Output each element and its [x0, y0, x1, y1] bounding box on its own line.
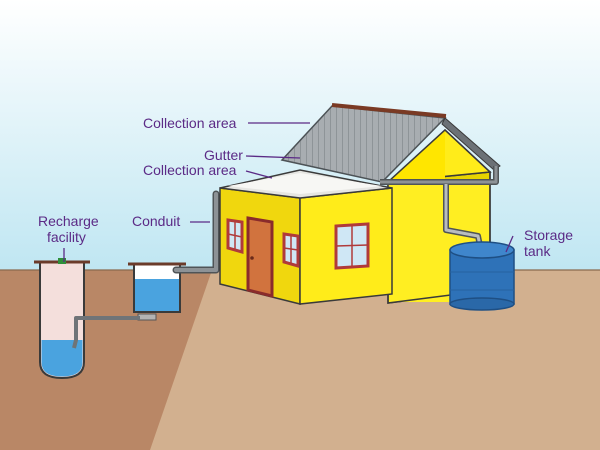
conduit-pipe — [172, 190, 220, 274]
label-collection-area-roof: Collection area — [143, 115, 237, 131]
leader-lines — [63, 122, 514, 262]
recharge-facility — [34, 258, 90, 380]
house — [219, 103, 501, 305]
storage-tank — [449, 241, 515, 311]
label-recharge-facility-line2: facility — [47, 229, 86, 245]
connecting-pipe — [72, 316, 140, 349]
label-storage-tank-line1: Storage — [524, 227, 573, 243]
label-recharge-facility-line1: Recharge — [38, 213, 99, 229]
label-gutter: Gutter — [204, 147, 243, 163]
label-collection-area-flat: Collection area — [143, 162, 237, 178]
door — [246, 216, 274, 298]
settling-basin — [128, 262, 186, 321]
roof-ridge — [331, 103, 447, 118]
label-conduit: Conduit — [132, 213, 180, 229]
label-storage-tank-line2: tank — [524, 243, 551, 259]
